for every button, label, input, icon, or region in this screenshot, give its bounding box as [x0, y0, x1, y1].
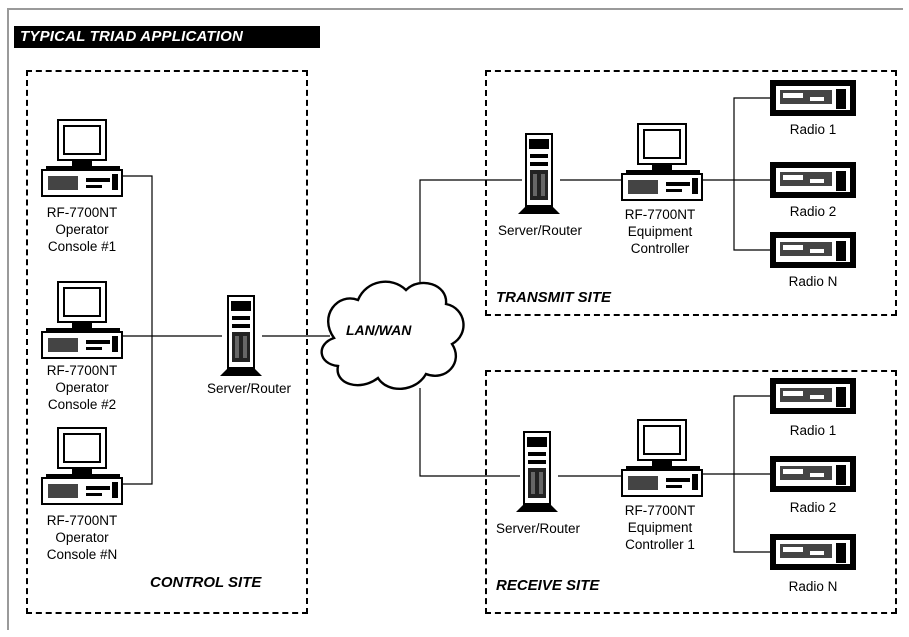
console-2-line3: Console #2: [47, 397, 117, 412]
lan-wan-cloud: [320, 280, 465, 391]
console-n-line2: Operator: [55, 530, 109, 545]
receive-site-box: [485, 370, 897, 614]
receive-controller-line1: RF-7700NT: [624, 503, 696, 518]
transmit-radio-1-label: Radio 1: [789, 122, 837, 137]
console-1-line2: Operator: [55, 222, 109, 237]
transmit-server-router-label: Server/Router: [497, 223, 583, 238]
receive-radio-bus-line: [733, 395, 770, 553]
console-n-line1: RF-7700NT: [46, 513, 118, 528]
receive-server-router-icon: [515, 431, 559, 513]
transmit-radio-2-icon: [769, 161, 857, 199]
transmit-controller-line1: RF-7700NT: [624, 207, 696, 222]
transmit-site-label: TRANSMIT SITE: [496, 289, 611, 306]
transmit-radio-bus-line: [733, 97, 770, 251]
console-bus-line: [120, 175, 153, 485]
receive-server-router-label: Server/Router: [495, 521, 581, 536]
lan-wan-label: LAN/WAN: [346, 322, 412, 338]
diagram-title: TYPICAL TRIAD APPLICATION: [20, 28, 244, 45]
receive-radio-n-label: Radio N: [788, 579, 838, 594]
control-site-box: [26, 70, 308, 614]
transmit-server-router-icon: [517, 133, 561, 215]
receive-radio-2-icon: [769, 455, 857, 493]
title-bar: [14, 26, 320, 48]
operator-console-1-label: RF-7700NT Operator Console #1: [34, 204, 130, 255]
operator-console-2-label: RF-7700NT Operator Console #2: [34, 362, 130, 413]
receive-radio-1-label: Radio 1: [789, 423, 837, 438]
receive-site-label: RECEIVE SITE: [496, 577, 600, 594]
receive-site-links: [558, 395, 770, 553]
console-1-line1: RF-7700NT: [46, 205, 118, 220]
operator-console-1-computer-icon: [41, 119, 123, 197]
receive-controller-line3: Controller 1: [625, 537, 695, 552]
receive-radio-1-icon: [769, 377, 857, 415]
transmit-controller-line2: Equipment: [627, 224, 693, 239]
wan-links: [419, 179, 522, 477]
control-site-links: [120, 175, 330, 485]
transmit-site-box: [485, 70, 897, 316]
receive-radio-2-label: Radio 2: [789, 500, 837, 515]
control-server-router-label: Server/Router: [206, 381, 292, 396]
receive-controller-label: RF-7700NT Equipment Controller 1: [610, 502, 710, 553]
console-1-line3: Console #1: [47, 239, 117, 254]
operator-console-n-computer-icon: [41, 427, 123, 505]
transmit-radio-n-label: Radio N: [788, 274, 838, 289]
control-site-label: CONTROL SITE: [150, 574, 262, 591]
transmit-controller-line3: Controller: [630, 241, 690, 256]
operator-console-2-computer-icon: [41, 281, 123, 359]
receive-equipment-controller-computer-icon: [621, 419, 703, 497]
cloud-to-transmit-link: [419, 179, 522, 282]
cloud-to-receive-link: [419, 388, 520, 477]
transmit-site-links: [560, 97, 770, 251]
console-n-line3: Console #N: [46, 547, 118, 562]
console-2-line2: Operator: [55, 380, 109, 395]
receive-controller-line2: Equipment: [627, 520, 693, 535]
diagram-frame: [7, 8, 903, 630]
transmit-radio-1-icon: [769, 79, 857, 117]
transmit-radio-n-icon: [769, 231, 857, 269]
operator-console-n-label: RF-7700NT Operator Console #N: [34, 512, 130, 563]
transmit-controller-label: RF-7700NT Equipment Controller: [610, 206, 710, 257]
transmit-equipment-controller-computer-icon: [621, 123, 703, 201]
receive-radio-n-icon: [769, 533, 857, 571]
control-server-router-icon: [219, 295, 263, 377]
console-2-line1: RF-7700NT: [46, 363, 118, 378]
transmit-radio-2-label: Radio 2: [789, 204, 837, 219]
